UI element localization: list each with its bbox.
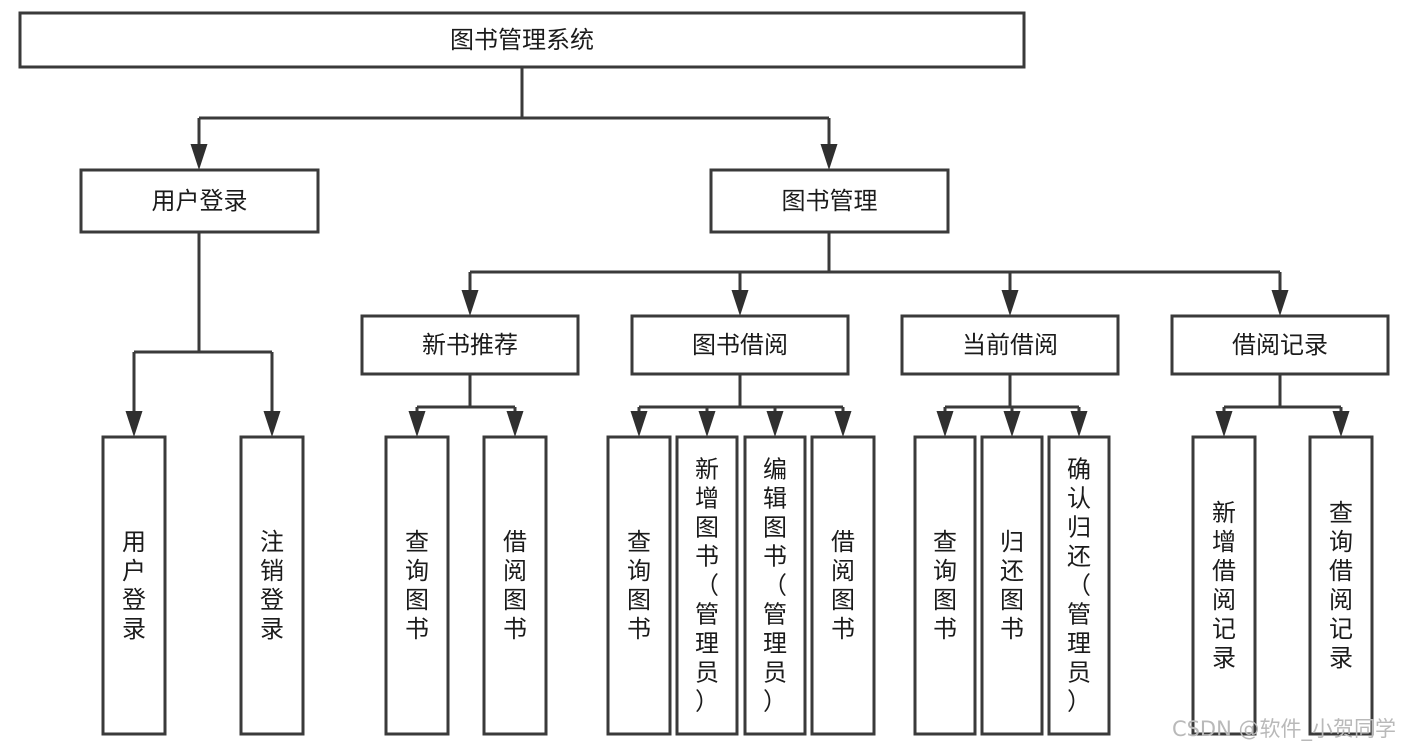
arrow-connector-9 — [506, 407, 524, 437]
node-label: 用户登录 — [122, 528, 146, 643]
arrow-connector-12 — [766, 407, 784, 437]
arrow-connector-10 — [630, 407, 648, 437]
node-leaf-query-book-1[interactable]: 查询图书 — [384, 435, 450, 736]
node-n-current-borrow[interactable]: 当前借阅 — [900, 314, 1120, 376]
node-leaf-edit-book[interactable]: 编辑图书（管理员） — [743, 435, 807, 736]
node-label: 图书管理 — [782, 187, 878, 215]
node-leaf-add-book[interactable]: 新增图书（管理员） — [675, 435, 739, 736]
node-leaf-return-book[interactable]: 归还图书 — [980, 435, 1044, 736]
node-label: 借阅图书 — [503, 528, 527, 643]
node-leaf-borrow-book-1[interactable]: 借阅图书 — [482, 435, 548, 736]
arrow-connector-13 — [834, 407, 852, 437]
node-label: 确认归还（管理员） — [1067, 456, 1091, 716]
connector-bus-user-login — [134, 232, 272, 354]
node-n-book-manage[interactable]: 图书管理 — [709, 168, 950, 234]
arrow-connector-8 — [408, 407, 426, 437]
arrow-connector-14 — [936, 407, 954, 437]
node-leaf-borrow-book-2[interactable]: 借阅图书 — [810, 435, 876, 736]
arrow-connector-18 — [1332, 407, 1350, 437]
node-label: 借阅图书 — [831, 528, 855, 643]
node-root[interactable]: 图书管理系统 — [18, 11, 1026, 69]
arrow-connector-15 — [1003, 407, 1021, 437]
node-label: 查询图书 — [405, 528, 429, 643]
connector-bus-borrow-record — [1224, 374, 1341, 409]
arrow-connector-3 — [263, 352, 281, 437]
node-n-borrow-record[interactable]: 借阅记录 — [1170, 314, 1390, 376]
node-label: 图书管理系统 — [450, 26, 594, 54]
arrow-connector-17 — [1215, 407, 1233, 437]
arrow-connector-11 — [698, 407, 716, 437]
node-label: 归还图书 — [1000, 528, 1024, 643]
connector-bus-current-borrow — [945, 374, 1079, 409]
arrow-connector-6 — [1001, 272, 1019, 316]
node-label: 用户登录 — [152, 187, 248, 215]
node-leaf-user-login[interactable]: 用户登录 — [101, 435, 167, 736]
node-leaf-query-book-3[interactable]: 查询图书 — [913, 435, 977, 736]
connector-bus-book-manage — [470, 232, 1280, 274]
node-n-user-login[interactable]: 用户登录 — [79, 168, 320, 234]
node-leaf-query-record[interactable]: 查询借阅记录 — [1308, 435, 1374, 736]
node-label: 借阅记录 — [1232, 331, 1328, 359]
node-leaf-logout[interactable]: 注销登录 — [239, 435, 305, 736]
node-label: 编辑图书（管理员） — [763, 456, 787, 716]
node-n-book-borrow[interactable]: 图书借阅 — [630, 314, 850, 376]
arrow-connector-5 — [731, 272, 749, 316]
connector-bus-root — [199, 67, 829, 120]
node-label: 图书借阅 — [692, 331, 788, 359]
node-label: 注销登录 — [260, 528, 284, 643]
node-label: 新增图书（管理员） — [695, 456, 719, 716]
arrow-connector-2 — [125, 352, 143, 437]
node-leaf-query-book-2[interactable]: 查询图书 — [606, 435, 672, 736]
node-n-new-book-rec[interactable]: 新书推荐 — [360, 314, 580, 376]
connector-bus-book-borrow — [639, 374, 843, 409]
node-label: 查询图书 — [933, 528, 957, 643]
arrow-connector-0 — [190, 118, 208, 170]
node-layer: 图书管理系统用户登录图书管理新书推荐图书借阅当前借阅借阅记录用户登录注销登录查询… — [18, 11, 1390, 736]
node-leaf-add-record[interactable]: 新增借阅记录 — [1191, 435, 1257, 736]
arrow-connector-7 — [1271, 272, 1289, 316]
node-label: 新增借阅记录 — [1212, 499, 1236, 672]
connector-bus-new-book-rec — [417, 374, 515, 409]
csdn-watermark: CSDN @软件_小贺同学 — [1172, 717, 1396, 742]
arrow-connector-1 — [820, 118, 838, 170]
node-label: 当前借阅 — [962, 331, 1058, 359]
arrow-connector-4 — [461, 272, 479, 316]
node-label: 查询图书 — [627, 528, 651, 643]
node-label: 新书推荐 — [422, 331, 518, 359]
arrow-connector-16 — [1070, 407, 1088, 437]
node-label: 查询借阅记录 — [1329, 499, 1353, 672]
node-leaf-confirm-return[interactable]: 确认归还（管理员） — [1047, 435, 1111, 736]
connector-layer — [125, 67, 1350, 437]
